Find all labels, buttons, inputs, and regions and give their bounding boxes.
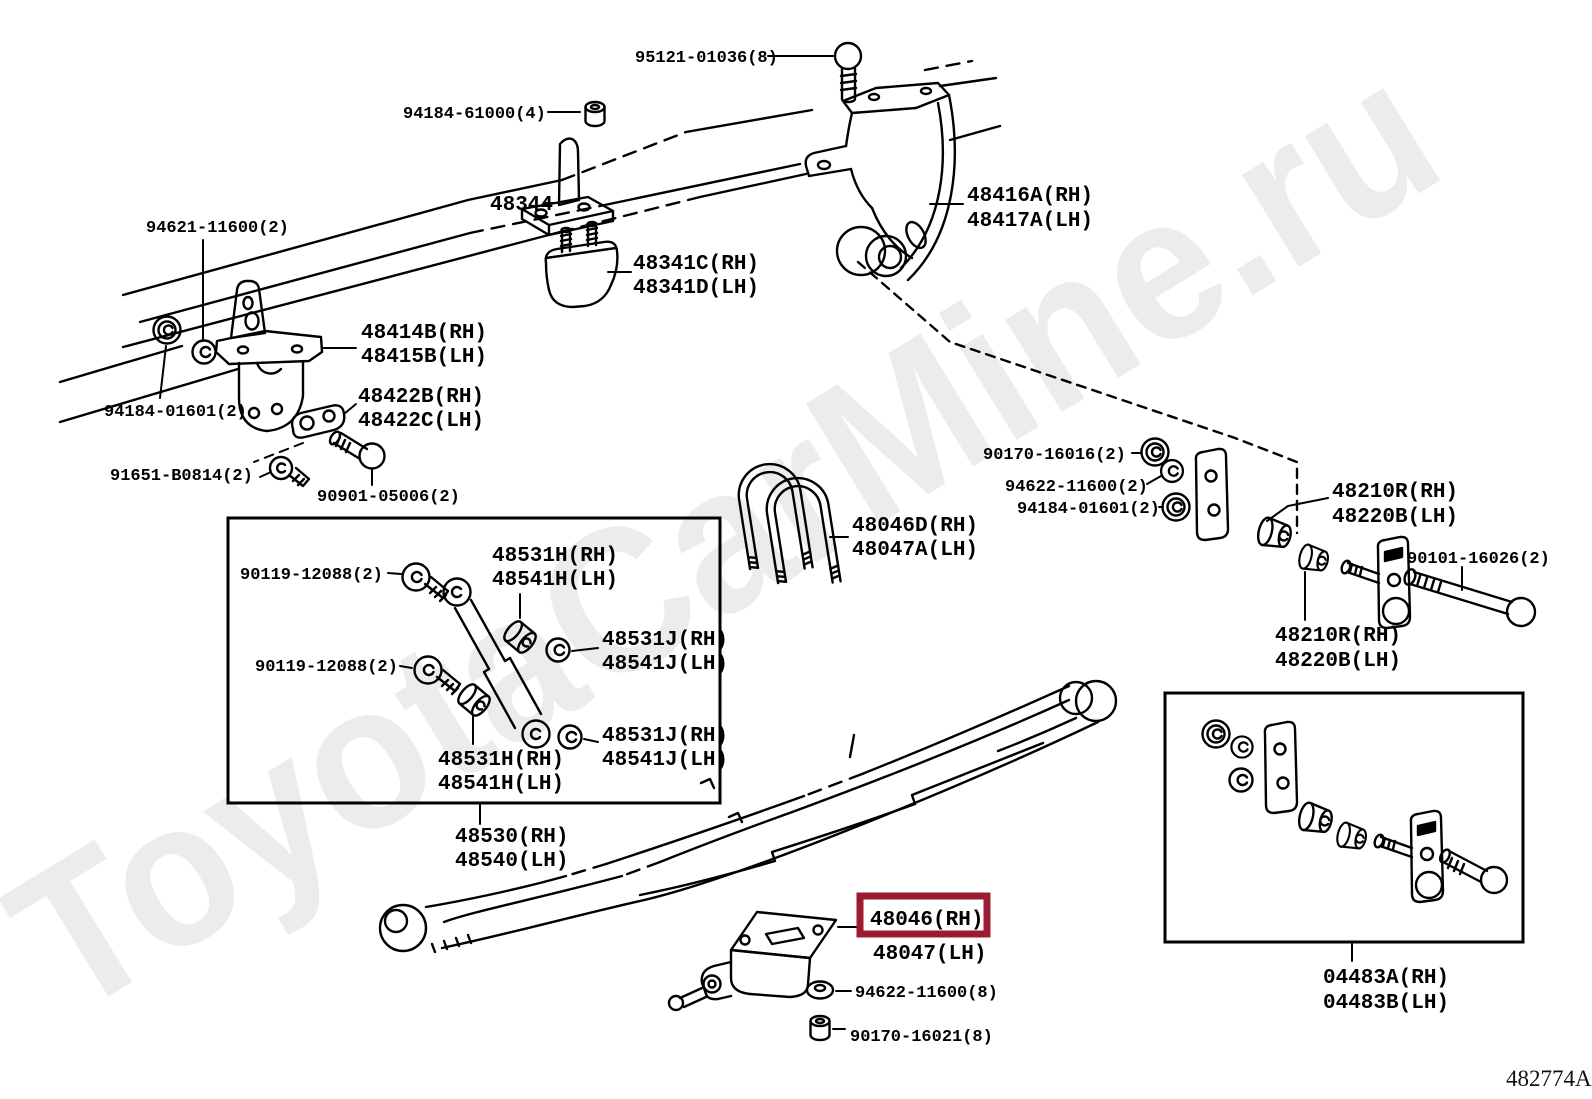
label-48531j-upper[interactable]: 48531J(RH): [602, 629, 728, 652]
bracket-48344: [520, 137, 615, 237]
bolt-90901: [328, 430, 386, 486]
washer-94621: [152, 239, 217, 399]
label-90170-16016[interactable]: 90170-16016(2): [983, 446, 1126, 465]
label-48416a[interactable]: 48416A(RH): [967, 185, 1093, 208]
bolt-91651: [259, 455, 311, 488]
label-90119-upper[interactable]: 90119-12088(2): [240, 566, 383, 585]
u-bolts-48046d: [733, 458, 849, 593]
label-48344[interactable]: 48344: [490, 194, 553, 217]
leaf-spring: [378, 679, 1118, 954]
label-94621[interactable]: 94621-11600(2): [146, 219, 289, 238]
label-90101[interactable]: 90101-16026(2): [1407, 550, 1550, 569]
label-48220b-upper[interactable]: 48220B(LH): [1332, 506, 1458, 529]
label-48414b[interactable]: 48414B(RH): [361, 322, 487, 345]
label-48531h-lower[interactable]: 48531H(RH): [438, 749, 564, 772]
bushing-48531h-lower: [453, 680, 495, 745]
label-48531j-lower[interactable]: 48531J(RH): [602, 725, 728, 748]
label-94622-8[interactable]: 94622-11600(8): [855, 984, 998, 1003]
shackle-plate-48210: [1194, 447, 1230, 542]
shock-box: [226, 516, 722, 805]
shackle-plate-48422: [253, 403, 357, 463]
label-94622-right[interactable]: 94622-11600(2): [1005, 478, 1148, 497]
label-48540[interactable]: 48540(LH): [455, 850, 568, 873]
nut-90170-16016: [1131, 437, 1170, 467]
label-48415b[interactable]: 48415B(LH): [361, 346, 487, 369]
label-48422b[interactable]: 48422B(RH): [358, 386, 484, 409]
explode-axis: [856, 260, 1299, 535]
bolt-90101: [1403, 566, 1537, 628]
highlight-box[interactable]: 48046(RH): [856, 892, 991, 938]
label-48541h-lower[interactable]: 48541H(LH): [438, 773, 564, 796]
nut-94184-61000: [547, 100, 606, 128]
label-48220b-lower[interactable]: 48220B(LH): [1275, 650, 1401, 673]
hanger-48416: [804, 81, 964, 282]
kit-04483: [1201, 719, 1509, 962]
shackle-pin-48210: [1338, 535, 1412, 630]
label-48341d[interactable]: 48341D(LH): [633, 277, 759, 300]
diagram-code: 482774A: [1506, 1066, 1592, 1091]
washer-94622-8: [805, 980, 852, 1000]
label-48422c[interactable]: 48422C(LH): [358, 410, 484, 433]
washer-48531j-upper: [545, 637, 599, 663]
label-90170-16021[interactable]: 90170-16021(8): [850, 1028, 993, 1047]
label-48530[interactable]: 48530(RH): [455, 826, 568, 849]
label-90119-lower[interactable]: 90119-12088(2): [255, 658, 398, 677]
label-48046d[interactable]: 48046D(RH): [852, 515, 978, 538]
label-48210r-lower[interactable]: 48210R(RH): [1275, 625, 1401, 648]
label-48047[interactable]: 48047(LH): [873, 943, 986, 966]
watermark-text: ToyotaCarMine.ru: [0, 16, 1474, 1058]
bump-stop-48341: [544, 220, 632, 309]
label-91651[interactable]: 91651-B0814(2): [110, 467, 253, 486]
label-48531h-upper[interactable]: 48531H(RH): [492, 545, 618, 568]
label-48341c[interactable]: 48341C(RH): [633, 253, 759, 276]
bolt-90119-lower: [399, 655, 462, 696]
bolt-90119-upper: [387, 562, 450, 603]
shackle-kit-box: [1163, 691, 1525, 944]
frame-rail: [58, 59, 1002, 424]
label-94184-01601[interactable]: 94184-01601(2): [104, 403, 247, 422]
nut-90170-16021: [809, 1014, 846, 1042]
bushing-48531h-upper: [499, 593, 541, 657]
bolt-95121: [767, 41, 863, 104]
label-48210r-upper[interactable]: 48210R(RH): [1332, 481, 1458, 504]
label-48047a[interactable]: 48047A(LH): [852, 539, 978, 562]
label-04483b[interactable]: 04483B(LH): [1323, 992, 1449, 1015]
label-48046-highlighted[interactable]: 48046(RH): [870, 909, 983, 932]
nut-94184-01601-right: [1158, 492, 1191, 522]
washer-48531j-lower: [557, 724, 599, 750]
label-48417a[interactable]: 48417A(LH): [967, 210, 1093, 233]
washer-94622-right: [1146, 458, 1185, 485]
label-04483a[interactable]: 04483A(RH): [1323, 967, 1449, 990]
spring-seat-48046: [667, 910, 859, 1012]
label-48541j-lower[interactable]: 48541J(LH): [602, 749, 728, 772]
shock-absorber: [442, 577, 551, 749]
bushings-48210: [1254, 497, 1332, 621]
label-94184-61000[interactable]: 94184-61000(4): [403, 105, 546, 124]
label-94184-01601-right[interactable]: 94184-01601(2): [1017, 500, 1160, 519]
label-95121[interactable]: 95121-01036(8): [635, 49, 778, 68]
label-90901[interactable]: 90901-05006(2): [317, 488, 460, 507]
label-48541h-upper[interactable]: 48541H(LH): [492, 569, 618, 592]
hanger-48414: [214, 279, 357, 433]
label-48541j-upper[interactable]: 48541J(LH): [602, 653, 728, 676]
